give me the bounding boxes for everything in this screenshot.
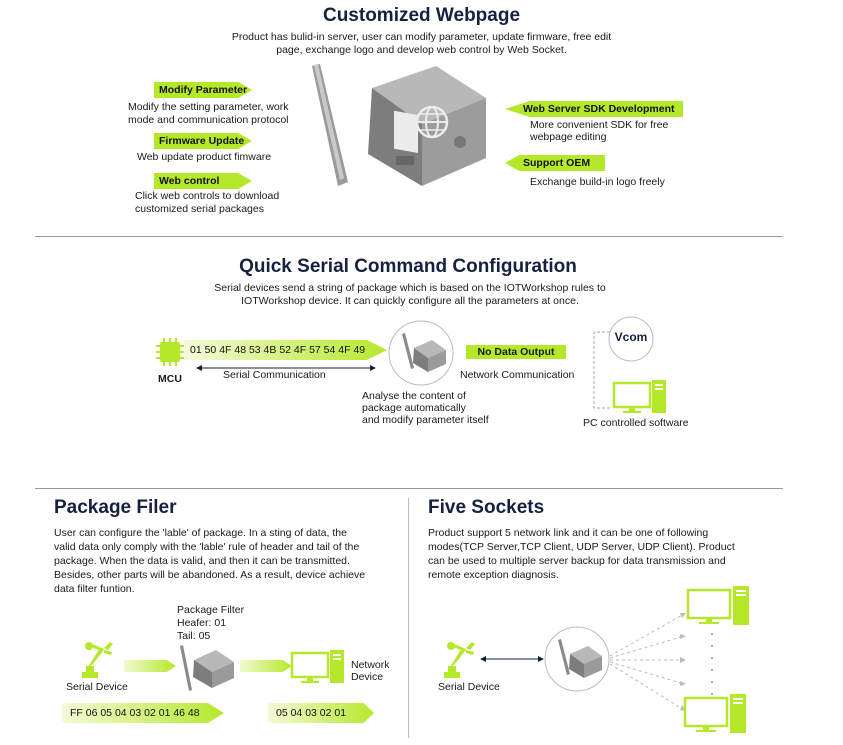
socket-fan-lines	[609, 613, 686, 711]
analyse-2: package automatically	[362, 402, 466, 414]
section4-desc-1: Product support 5 network link and it ca…	[428, 527, 709, 539]
vcom-circle	[608, 316, 654, 362]
robot-arm-icon-2	[444, 642, 475, 678]
socket-double-arrow	[480, 656, 544, 662]
section4-title: Five Sockets	[428, 497, 545, 518]
network-device-label-1: Network	[351, 659, 390, 671]
network-comm-label: Network Communication	[460, 369, 575, 381]
device-server-illustration	[312, 64, 486, 186]
flow-arrow-1	[124, 660, 176, 672]
network-computer-icon	[290, 650, 344, 683]
modify-desc-1: Modify the setting parameter, work	[128, 101, 289, 113]
analyse-1: Analyse the content of	[362, 390, 466, 402]
section4-desc-2: modes(TCP Server,TCP Client, UDP Server,…	[428, 541, 735, 553]
device-icon-small-1	[180, 645, 234, 691]
server-computer-icon-bottom	[683, 694, 746, 733]
oem-desc: Exchange build-in logo freely	[530, 176, 665, 188]
serial-device-label-2: Serial Device	[438, 681, 500, 693]
mcu-label: MCU	[158, 373, 182, 385]
input-data-band: FF 06 05 04 03 02 01 46 48	[62, 703, 224, 723]
pc-software-label: PC controlled software	[583, 417, 689, 429]
divider-1	[35, 236, 783, 237]
divider-2	[35, 488, 783, 489]
webctl-desc-2: customized serial packages	[135, 203, 264, 215]
section3-desc-3: package. When the data is valid, and the…	[54, 555, 350, 567]
flow-arrow-2	[240, 660, 292, 672]
serial-comm-double-arrow	[196, 365, 376, 371]
package-filter-header: Heafer: 01	[177, 617, 227, 629]
robot-arm-icon-1	[82, 642, 113, 678]
vertical-divider	[408, 498, 409, 738]
tag-support-oem: Support OEM	[505, 155, 605, 171]
section3-desc-5: data filter funtion.	[54, 583, 135, 595]
no-data-output-box	[466, 345, 566, 359]
no-data-output-label: No Data Output	[477, 346, 555, 358]
tag-modify-parameter: Modify Parameter	[154, 82, 252, 98]
section1-desc-2: page, exchange logo and develop web cont…	[276, 44, 567, 56]
section2-desc-2: IOTWorkshop device. It can quickly confi…	[241, 295, 579, 307]
network-device-label-2: Device	[351, 671, 384, 683]
hex-command-band: 01 50 4F 48 53 4B 52 4F 57 54 4F 49	[184, 340, 387, 360]
section3-desc-2: valid data only comply with the 'lable' …	[54, 541, 360, 553]
modify-desc-2: mode and communication protocol	[128, 114, 289, 126]
serial-device-label-1: Serial Device	[66, 681, 128, 693]
section4-desc-3: can be used to multiple server backup fo…	[428, 555, 726, 567]
firmware-desc: Web update product fimware	[137, 151, 272, 163]
section2-title: Quick Serial Command Configuration	[239, 256, 577, 277]
output-data-band: 05 04 03 02 01	[268, 703, 374, 723]
device-circle-icon	[388, 320, 454, 386]
sdk-desc-1: More convenient SDK for free	[530, 119, 669, 131]
section3-desc-4: Besides, other parts will be abandoned. …	[54, 569, 366, 581]
section1-desc-1: Product has bulid-in server, user can mo…	[231, 31, 612, 43]
server-computer-icon-top	[686, 586, 749, 625]
section3-title: Package Filer	[54, 497, 177, 518]
webctl-desc-1: Click web controls to download	[135, 190, 280, 202]
section4-desc-4: remote exception diagnosis.	[428, 569, 559, 581]
section2-desc-1: Serial devices send a string of package …	[214, 282, 606, 294]
server-dots	[711, 633, 713, 695]
sdk-desc-2: webpage editing	[530, 131, 607, 143]
mcu-chip-icon	[156, 338, 184, 366]
bracket-connector	[593, 331, 610, 409]
serial-comm-label: Serial Communication	[223, 369, 326, 381]
section3-desc-1: User can configure the 'lable' of packag…	[54, 527, 347, 539]
pc-computer-icon-1	[612, 380, 666, 413]
section1-title: Customized Webpage	[322, 5, 521, 26]
package-filter-title: Package Filter	[177, 604, 245, 616]
tag-web-control: Web control	[154, 173, 252, 189]
package-filter-tail: Tail: 05	[177, 630, 211, 642]
vcom-label: Vcom	[614, 330, 648, 344]
tag-firmware-update: Firmware Update	[154, 133, 252, 149]
device-circle-icon-2	[544, 626, 610, 692]
tag-sdk-development: Web Server SDK Development	[505, 101, 683, 117]
analyse-3: and modify parameter itself	[362, 414, 489, 426]
